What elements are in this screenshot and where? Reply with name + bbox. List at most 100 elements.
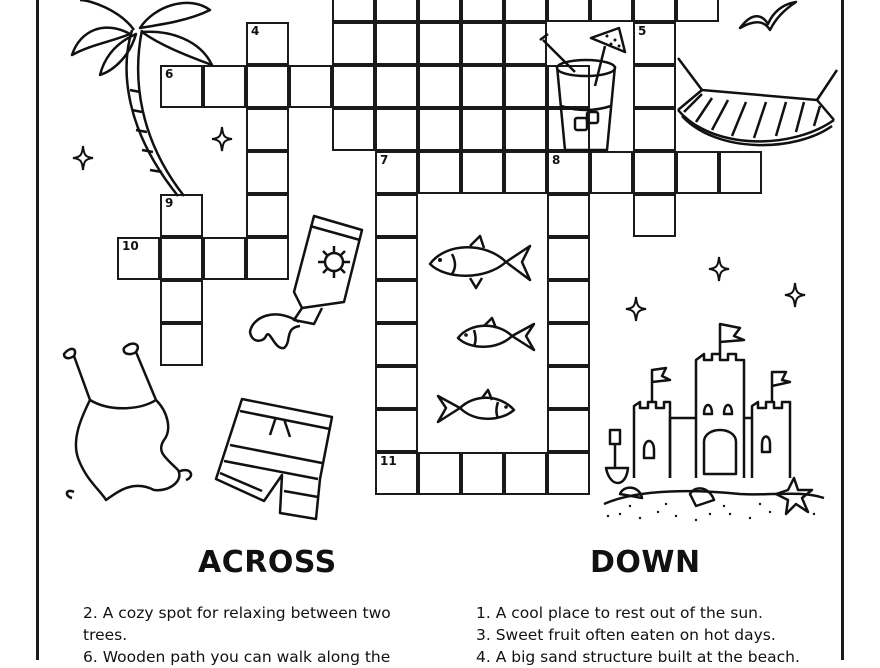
sandcastle-icon (603, 322, 825, 522)
grid-cell[interactable] (633, 194, 676, 237)
grid-cell[interactable] (633, 65, 676, 108)
grid-cell[interactable] (160, 280, 203, 323)
grid-cell[interactable] (375, 323, 418, 366)
grid-cell[interactable] (332, 0, 375, 22)
grid-cell[interactable]: 8 (547, 151, 590, 194)
clue-number: 10 (122, 239, 139, 253)
grid-cell[interactable] (590, 151, 633, 194)
grid-cell[interactable] (418, 22, 461, 65)
grid-cell[interactable] (418, 0, 461, 22)
right-border (841, 0, 844, 660)
grid-cell[interactable]: 11 (375, 452, 418, 495)
grid-cell[interactable] (676, 151, 719, 194)
palm-tree-icon (70, 0, 214, 197)
left-border (36, 0, 39, 660)
sparkle-icon (708, 256, 730, 282)
grid-cell[interactable] (375, 0, 418, 22)
clue-number: 11 (380, 454, 397, 468)
seagull-icon (738, 0, 798, 32)
grid-cell[interactable] (504, 108, 547, 151)
grid-cell[interactable]: 6 (160, 65, 203, 108)
grid-cell[interactable] (547, 452, 590, 495)
across-heading: ACROSS (198, 545, 337, 580)
grid-cell[interactable] (461, 22, 504, 65)
sparkle-icon (72, 145, 94, 171)
grid-cell[interactable] (246, 151, 289, 194)
grid-cell[interactable] (246, 108, 289, 151)
grid-cell[interactable] (332, 22, 375, 65)
grid-cell[interactable] (633, 0, 676, 22)
clue-down-3: 3. Sweet fruit often eaten on hot days. (476, 626, 776, 644)
across-clues: 2. A cozy spot for relaxing between two … (83, 602, 418, 668)
grid-cell[interactable] (375, 237, 418, 280)
grid-cell[interactable] (461, 65, 504, 108)
drink-glass-icon (539, 26, 627, 152)
grid-cell[interactable] (418, 65, 461, 108)
fish-icon (436, 388, 516, 424)
grid-cell[interactable]: 9 (160, 194, 203, 237)
grid-cell[interactable] (547, 323, 590, 366)
grid-cell[interactable] (375, 194, 418, 237)
grid-cell[interactable] (504, 22, 547, 65)
grid-cell[interactable] (461, 452, 504, 495)
hammock-icon (677, 57, 839, 147)
clue-down-4: 4. A big sand structure built at the bea… (476, 648, 800, 666)
clue-number: 9 (165, 196, 174, 210)
grid-cell[interactable] (375, 409, 418, 452)
grid-cell[interactable] (461, 151, 504, 194)
grid-cell[interactable]: 7 (375, 151, 418, 194)
grid-cell[interactable]: 10 (117, 237, 160, 280)
grid-cell[interactable] (547, 237, 590, 280)
grid-cell[interactable] (203, 237, 246, 280)
grid-cell[interactable] (590, 0, 633, 22)
fish-icon (428, 234, 532, 290)
grid-cell[interactable] (633, 151, 676, 194)
grid-cell[interactable] (375, 108, 418, 151)
grid-cell[interactable] (547, 366, 590, 409)
grid-cell[interactable] (633, 108, 676, 151)
grid-cell[interactable] (375, 366, 418, 409)
clue-number: 8 (552, 153, 561, 167)
grid-cell[interactable]: 4 (246, 22, 289, 65)
grid-cell[interactable] (504, 452, 547, 495)
clue-number: 6 (165, 67, 174, 81)
grid-cell[interactable] (504, 65, 547, 108)
grid-cell[interactable] (676, 0, 719, 22)
grid-cell[interactable] (160, 323, 203, 366)
grid-cell[interactable] (375, 22, 418, 65)
grid-cell[interactable] (461, 0, 504, 22)
grid-cell[interactable] (246, 65, 289, 108)
grid-cell[interactable] (332, 108, 375, 151)
swim-shorts-icon (214, 397, 334, 521)
down-clues: 1. A cool place to rest out of the sun. … (476, 602, 836, 668)
grid-cell[interactable] (504, 0, 547, 22)
sparkle-icon (625, 296, 647, 322)
grid-cell[interactable] (160, 237, 203, 280)
grid-cell[interactable] (203, 65, 246, 108)
grid-cell[interactable] (547, 409, 590, 452)
grid-cell[interactable] (375, 280, 418, 323)
grid-cell[interactable] (246, 194, 289, 237)
grid-cell[interactable] (547, 0, 590, 22)
grid-cell[interactable] (461, 108, 504, 151)
fish-icon (456, 316, 536, 352)
clue-number: 5 (638, 24, 647, 38)
sparkle-icon (784, 282, 806, 308)
grid-cell[interactable] (418, 108, 461, 151)
grid-cell[interactable] (289, 65, 332, 108)
grid-cell[interactable] (418, 151, 461, 194)
clue-across-6: 6. Wooden path you can walk along the (83, 648, 391, 666)
grid-cell[interactable] (246, 237, 289, 280)
grid-cell[interactable] (375, 65, 418, 108)
grid-cell[interactable] (332, 65, 375, 108)
grid-cell[interactable] (547, 280, 590, 323)
down-heading: DOWN (590, 545, 701, 580)
grid-cell[interactable] (504, 151, 547, 194)
clue-number: 4 (251, 24, 260, 38)
grid-cell[interactable] (719, 151, 762, 194)
grid-cell[interactable] (547, 194, 590, 237)
grid-cell[interactable]: 5 (633, 22, 676, 65)
swimsuit-icon (62, 342, 193, 502)
grid-cell[interactable] (418, 452, 461, 495)
